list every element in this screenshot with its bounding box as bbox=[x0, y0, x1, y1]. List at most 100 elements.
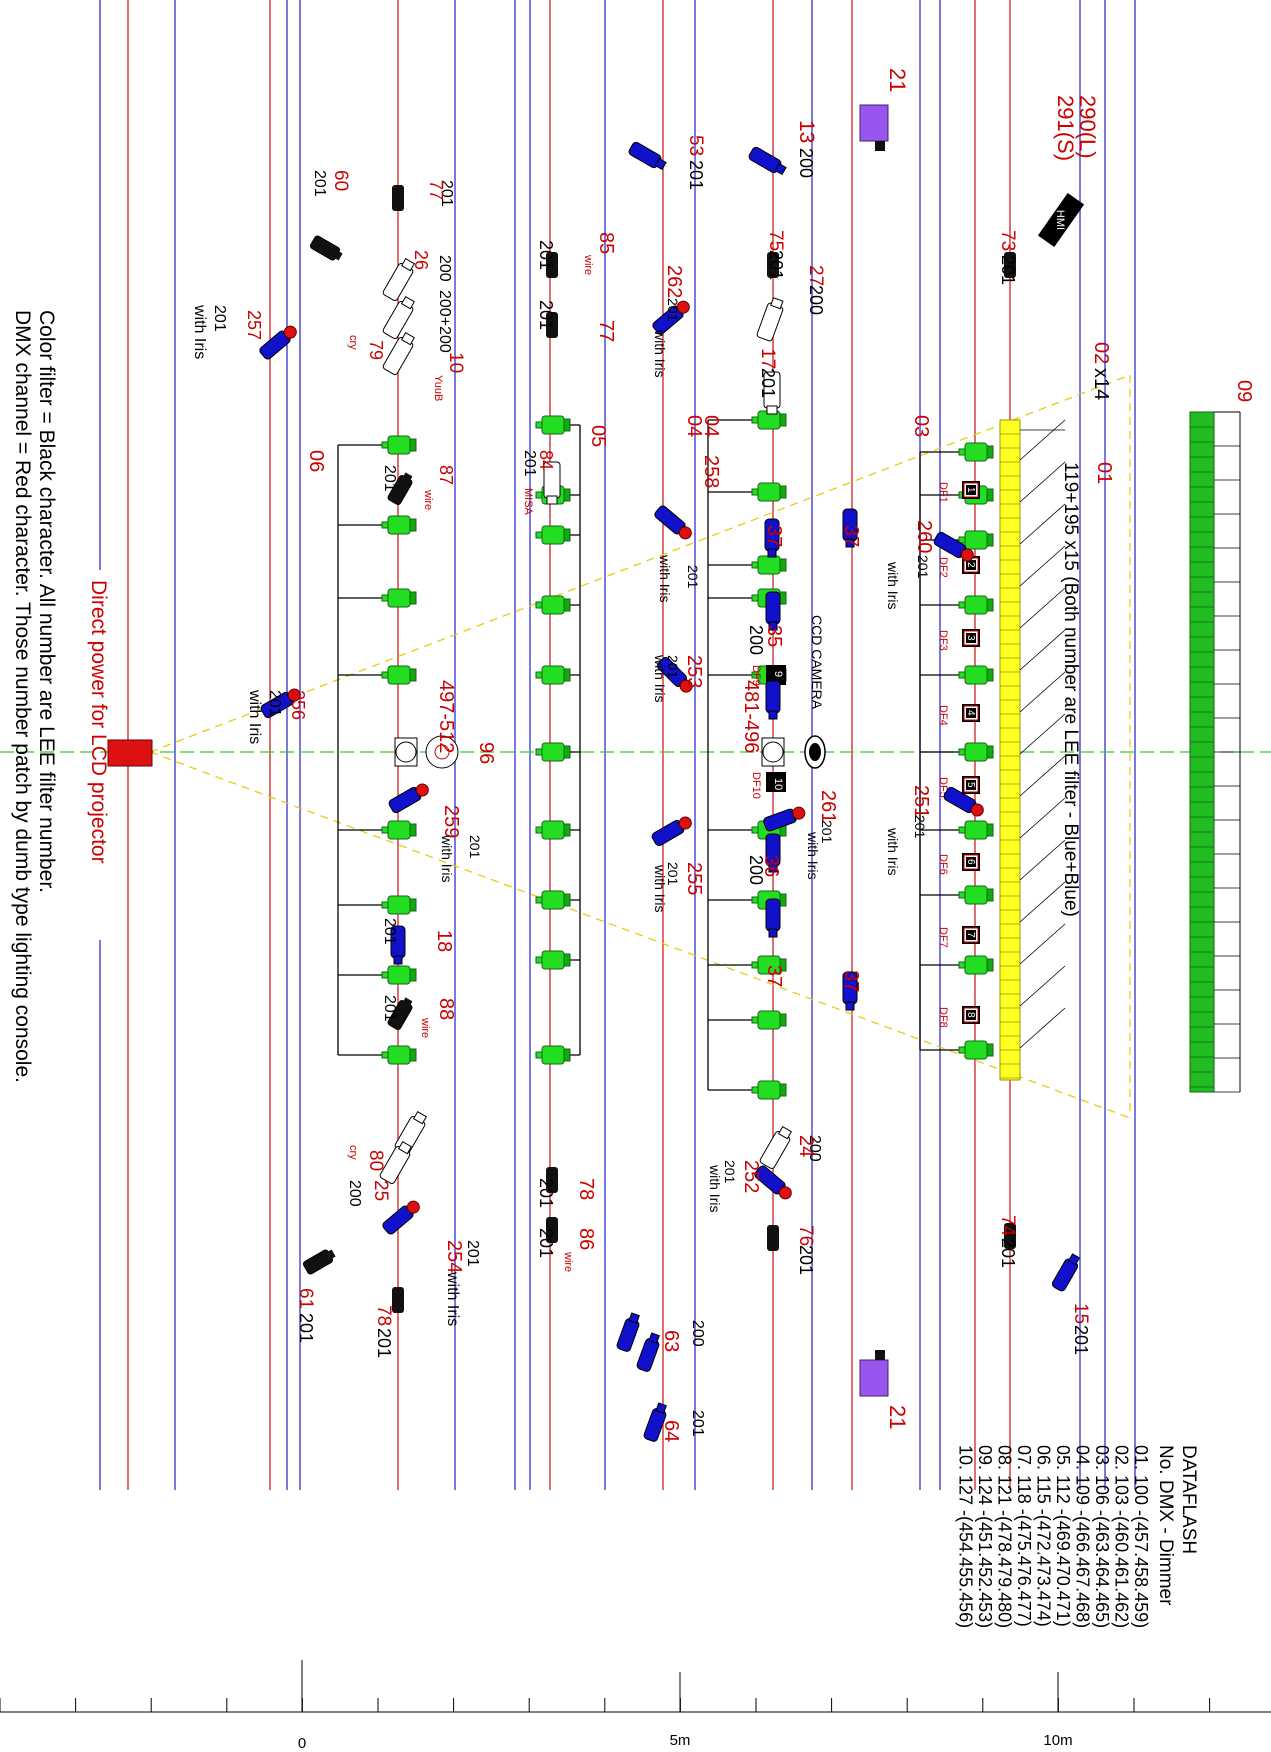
profile-spot bbox=[842, 971, 858, 1011]
legend-entry: 07. 118 -(475.476.477) bbox=[1014, 1445, 1034, 1627]
channel-label: 18 bbox=[433, 930, 455, 952]
channel-label: 290(L) bbox=[1075, 95, 1100, 159]
channel-label: 201 bbox=[665, 655, 681, 679]
legend-entry: 01. 100 -(457.458.459) bbox=[1131, 1445, 1151, 1628]
fixtures bbox=[259, 141, 1081, 1442]
moving-head bbox=[761, 737, 785, 767]
channel-label: 79 bbox=[366, 340, 386, 360]
channel-label: wire bbox=[562, 1251, 574, 1272]
channel-label: 259 bbox=[440, 805, 462, 838]
channel-label: 63 bbox=[660, 1330, 682, 1352]
channel-label: 254 bbox=[443, 1240, 465, 1273]
legend-entry: 08. 121 -(478.479.480) bbox=[995, 1445, 1015, 1628]
df-label: DF1 bbox=[937, 482, 949, 503]
white-spot bbox=[543, 461, 561, 505]
small-par bbox=[767, 1225, 779, 1251]
par-can bbox=[535, 890, 571, 910]
channel-label: 37 bbox=[763, 965, 785, 987]
direct-power-note: Direct power for LCD projector bbox=[87, 580, 110, 864]
white-spot bbox=[382, 258, 416, 301]
df-number: 4 bbox=[965, 710, 976, 716]
par-can bbox=[958, 955, 994, 975]
black-spot bbox=[387, 997, 413, 1031]
par-can bbox=[958, 820, 994, 840]
channel-label: 78 bbox=[373, 1305, 394, 1326]
par-can bbox=[535, 525, 571, 545]
pipe-02-count: x14 bbox=[1090, 368, 1112, 400]
par-can bbox=[535, 415, 571, 435]
white-spot bbox=[763, 371, 781, 415]
channel-label: 61 bbox=[295, 1288, 316, 1309]
channel-label: with Iris bbox=[652, 654, 668, 702]
channel-label: 201 bbox=[438, 180, 455, 207]
pipe-05-label: 05 bbox=[587, 425, 609, 447]
channel-label: 201 bbox=[381, 918, 398, 945]
pipe-06-label: 06 bbox=[305, 450, 327, 472]
iris bbox=[283, 325, 297, 339]
profile-spot bbox=[765, 591, 781, 631]
par-can bbox=[535, 1045, 571, 1065]
profile-spot bbox=[616, 1312, 640, 1352]
channel-label: 85 bbox=[595, 232, 617, 254]
channel-label: 201 bbox=[266, 690, 283, 717]
channel-label: 200+200 bbox=[436, 290, 453, 353]
df-label: DF9 bbox=[750, 665, 762, 686]
iris bbox=[678, 526, 692, 540]
channel-label: 201 bbox=[998, 255, 1018, 285]
iris bbox=[287, 688, 301, 702]
par-can bbox=[381, 665, 417, 685]
iris bbox=[778, 1186, 792, 1200]
legend-entry: 05. 112 -(469.470.471) bbox=[1053, 1445, 1073, 1627]
dmx-channel-note: DMX channel = Red character. Those numbe… bbox=[11, 310, 34, 1083]
iris bbox=[679, 679, 693, 693]
par-can bbox=[751, 482, 787, 502]
channel-label: 258 bbox=[700, 455, 722, 488]
iris bbox=[970, 803, 984, 817]
channel-label: 201 bbox=[211, 305, 228, 332]
channel-label: 201 bbox=[521, 450, 538, 477]
channel-label: with Iris bbox=[707, 1164, 723, 1212]
channel-label: with Iris bbox=[444, 1271, 461, 1326]
channel-label: 21 bbox=[885, 68, 910, 92]
channel-label: 201 bbox=[536, 300, 556, 330]
channel-label: 35 bbox=[763, 625, 785, 647]
channel-label: with Iris bbox=[652, 864, 668, 912]
par-can bbox=[751, 955, 787, 975]
white-spot bbox=[382, 332, 416, 375]
par-can bbox=[381, 820, 417, 840]
channel-label: with Iris bbox=[885, 561, 901, 609]
channel-label: 201 bbox=[536, 240, 556, 270]
small-par bbox=[546, 252, 558, 278]
par-can bbox=[751, 1080, 787, 1100]
small-par bbox=[546, 312, 558, 338]
channel-label: 77 bbox=[595, 320, 617, 342]
channel-label: 201 bbox=[685, 565, 701, 589]
channel-label: 201 bbox=[819, 820, 835, 844]
channel-label: 36 bbox=[760, 855, 782, 877]
channel-label: with Iris bbox=[652, 329, 668, 377]
channel-label: 201 bbox=[464, 1240, 481, 1267]
channel-label: 201 bbox=[381, 465, 398, 492]
channel-label: 78 bbox=[575, 1178, 597, 1200]
channel-label: 25 bbox=[370, 1180, 391, 1201]
df-label: DF8 bbox=[937, 1007, 949, 1028]
pipe-01-yellow-strip bbox=[999, 419, 1066, 1081]
lcd-projector bbox=[107, 739, 153, 767]
channel-label: with Iris bbox=[439, 834, 455, 882]
black-spot bbox=[309, 235, 343, 261]
channel-label: wire bbox=[582, 254, 594, 275]
channel-label: 201 bbox=[536, 1228, 556, 1258]
legend-entry: 06. 115 -(472.473.474) bbox=[1034, 1445, 1054, 1627]
channel-label: 201 bbox=[912, 815, 928, 839]
channel-label: 37 bbox=[763, 525, 785, 547]
channel-label: 13 bbox=[795, 120, 818, 143]
channel-label: 256 bbox=[288, 690, 308, 720]
pipe-02-label: 02 bbox=[1090, 342, 1112, 364]
channel-label: 76 bbox=[795, 1225, 816, 1246]
par-can bbox=[381, 588, 417, 608]
channel-label: 27 bbox=[805, 265, 826, 286]
channel-label: 26 bbox=[411, 250, 431, 270]
green-strip bbox=[1189, 411, 1215, 1093]
